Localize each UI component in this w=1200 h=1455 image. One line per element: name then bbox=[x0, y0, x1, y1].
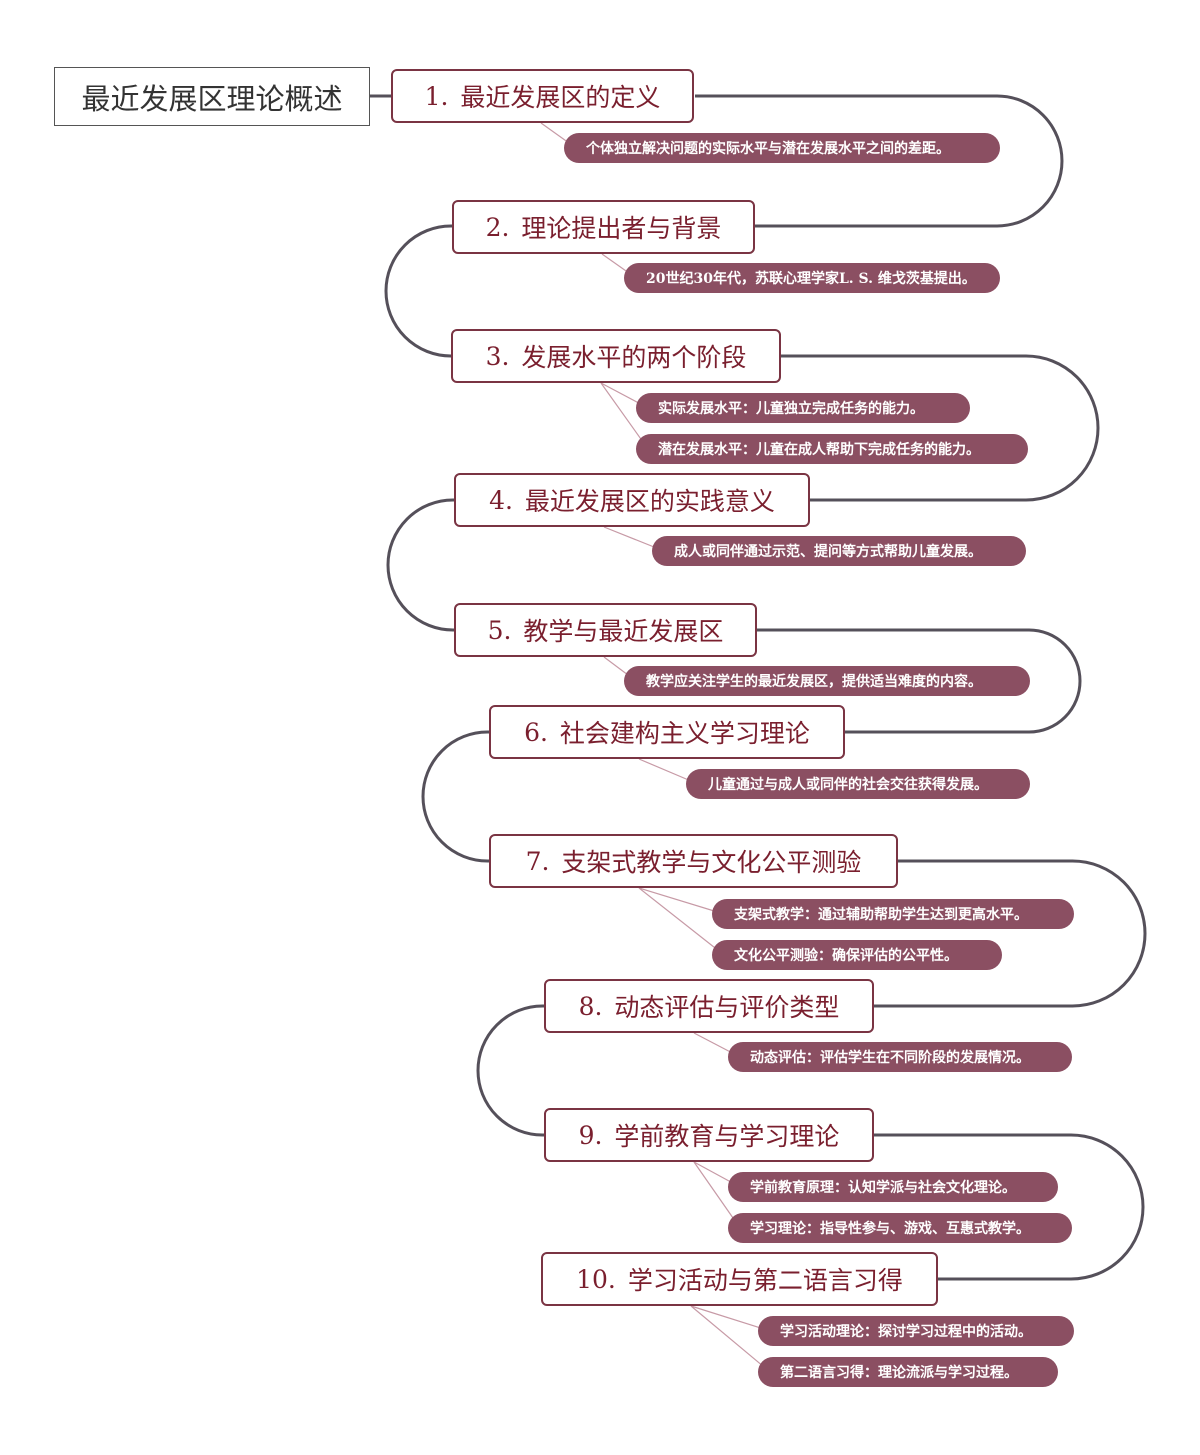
topic-6[interactable]: 6. 社会建构主义学习理论 bbox=[489, 705, 845, 759]
topic-label: 支架式教学与文化公平测验 bbox=[561, 848, 862, 877]
leaf-connector bbox=[638, 887, 725, 915]
detail-item[interactable]: 学习理论：指导性参与、游戏、互惠式教学。 bbox=[728, 1213, 1072, 1243]
topic-2[interactable]: 2. 理论提出者与背景 bbox=[452, 200, 755, 254]
topic-number: 6. bbox=[524, 717, 548, 747]
topic-label: 社会建构主义学习理论 bbox=[559, 719, 810, 748]
topic-number: 8. bbox=[578, 991, 603, 1021]
detail-item[interactable]: 文化公平测验：确保评估的公平性。 bbox=[712, 940, 1002, 970]
topic-5[interactable]: 5. 教学与最近发展区 bbox=[454, 603, 757, 657]
connector-curve-left bbox=[386, 498, 454, 632]
topic-label: 教学与最近发展区 bbox=[523, 617, 724, 646]
connector-curve-left bbox=[476, 1004, 544, 1137]
detail-item[interactable]: 成人或同伴通过示范、提问等方式帮助儿童发展。 bbox=[652, 536, 1026, 566]
topic-3[interactable]: 3. 发展水平的两个阶段 bbox=[451, 329, 781, 383]
detail-item[interactable]: 学习活动理论：探讨学习过程中的活动。 bbox=[758, 1316, 1074, 1346]
topic-number: 9. bbox=[578, 1120, 603, 1150]
topic-9[interactable]: 9. 学前教育与学习理论 bbox=[544, 1108, 874, 1162]
connector-curve-right bbox=[781, 354, 1100, 502]
connector-curve-right bbox=[757, 628, 1082, 734]
connector-curve-right bbox=[874, 1133, 1145, 1281]
topic-label: 学习活动与第二语言习得 bbox=[627, 1266, 903, 1295]
connector-curve-right bbox=[874, 859, 1147, 1008]
detail-item[interactable]: 个体独立解决问题的实际水平与潜在发展水平之间的差距。 bbox=[564, 133, 1000, 163]
connector-curve-left bbox=[384, 224, 452, 358]
topic-4[interactable]: 4. 最近发展区的实践意义 bbox=[454, 473, 810, 527]
topic-8[interactable]: 8. 动态评估与评价类型 bbox=[544, 979, 874, 1033]
root-topic[interactable]: 最近发展区理论概述 bbox=[54, 67, 370, 126]
topic-7[interactable]: 7. 支架式教学与文化公平测验 bbox=[489, 834, 898, 888]
topic-10[interactable]: 10. 学习活动与第二语言习得 bbox=[541, 1252, 938, 1306]
topic-label: 发展水平的两个阶段 bbox=[521, 343, 747, 372]
topic-label: 学前教育与学习理论 bbox=[614, 1122, 840, 1151]
topic-label: 最近发展区的定义 bbox=[460, 83, 661, 112]
detail-item[interactable]: 教学应关注学生的最近发展区，提供适当难度的内容。 bbox=[624, 666, 1030, 696]
topic-number: 5. bbox=[487, 615, 512, 645]
topic-label: 动态评估与评价类型 bbox=[614, 993, 840, 1022]
topic-number: 10. bbox=[576, 1264, 616, 1294]
detail-item[interactable]: 儿童通过与成人或同伴的社会交往获得发展。 bbox=[686, 769, 1030, 799]
leaf-connector bbox=[638, 887, 725, 956]
topic-number: 1. bbox=[424, 81, 449, 111]
detail-item[interactable]: 支架式教学：通过辅助帮助学生达到更高水平。 bbox=[712, 899, 1074, 929]
topic-label: 最近发展区的实践意义 bbox=[524, 487, 775, 516]
leaf-connector bbox=[690, 1305, 771, 1332]
topic-number: 4. bbox=[489, 485, 513, 515]
detail-item[interactable]: 动态评估：评估学生在不同阶段的发展情况。 bbox=[728, 1042, 1072, 1072]
connector-curve-left bbox=[421, 730, 489, 863]
topic-label: 理论提出者与背景 bbox=[521, 214, 722, 243]
detail-item[interactable]: 20世纪30年代，苏联心理学家L. S. 维戈茨基提出。 bbox=[624, 263, 1000, 293]
connector-curve-right bbox=[695, 94, 1064, 228]
leaf-connector bbox=[690, 1305, 771, 1373]
topic-1[interactable]: 1. 最近发展区的定义 bbox=[391, 69, 694, 123]
detail-item[interactable]: 潜在发展水平：儿童在成人帮助下完成任务的能力。 bbox=[636, 434, 1028, 464]
detail-item[interactable]: 学前教育原理：认知学派与社会文化理论。 bbox=[728, 1172, 1058, 1202]
detail-item[interactable]: 实际发展水平：儿童独立完成任务的能力。 bbox=[636, 393, 970, 423]
detail-item[interactable]: 第二语言习得：理论流派与学习过程。 bbox=[758, 1357, 1058, 1387]
topic-number: 3. bbox=[485, 341, 510, 371]
topic-number: 7. bbox=[525, 846, 550, 876]
topic-number: 2. bbox=[485, 212, 510, 242]
